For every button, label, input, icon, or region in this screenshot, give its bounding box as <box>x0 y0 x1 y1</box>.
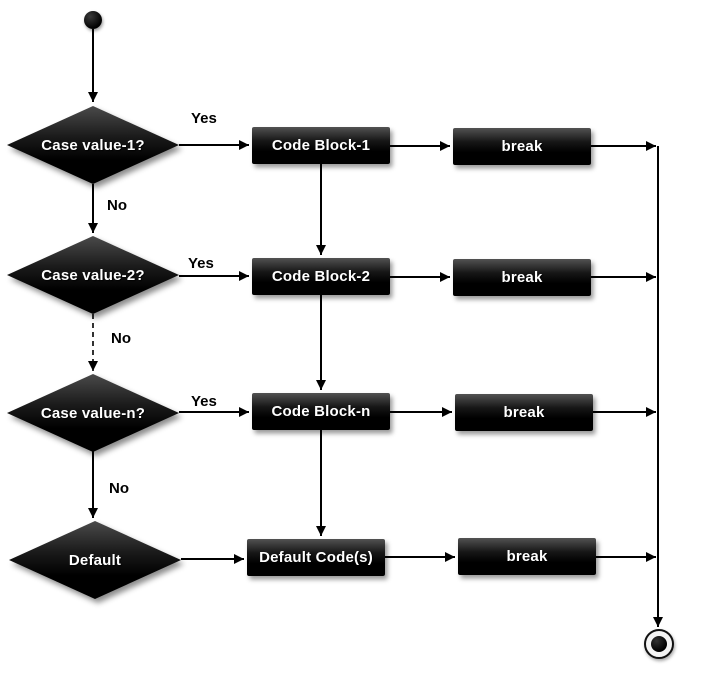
decision-label: Case value-n? <box>40 404 146 422</box>
decision-label: Case value-2? <box>41 266 145 284</box>
end-node <box>644 629 674 659</box>
edge-label-no-2: No <box>111 330 131 347</box>
decision-label: Case value-1? <box>41 136 145 154</box>
break-block-1: break <box>453 128 591 165</box>
decision-case-value-n: Case value-n? <box>7 374 179 452</box>
process-code-block-2: Code Block-2 <box>252 258 390 295</box>
break-block-2: break <box>453 259 591 296</box>
decision-case-value-2: Case value-2? <box>7 236 179 314</box>
break-block-3: break <box>455 394 593 431</box>
decision-default: Default <box>9 521 181 599</box>
edge-label-no-1: No <box>107 197 127 214</box>
end-node-inner-dot <box>651 636 667 652</box>
process-code-block-n: Code Block-n <box>252 393 390 430</box>
break-block-4: break <box>458 538 596 575</box>
decision-case-value-1: Case value-1? <box>7 106 179 184</box>
edge-label-yes-2: Yes <box>188 255 214 272</box>
process-code-block-1: Code Block-1 <box>252 127 390 164</box>
edge-label-yes-3: Yes <box>191 393 217 410</box>
edge-label-yes-1: Yes <box>191 110 217 127</box>
start-node <box>84 11 102 29</box>
edge-label-no-3: No <box>109 480 129 497</box>
process-default-code: Default Code(s) <box>247 539 385 576</box>
decision-label: Default <box>68 551 122 569</box>
